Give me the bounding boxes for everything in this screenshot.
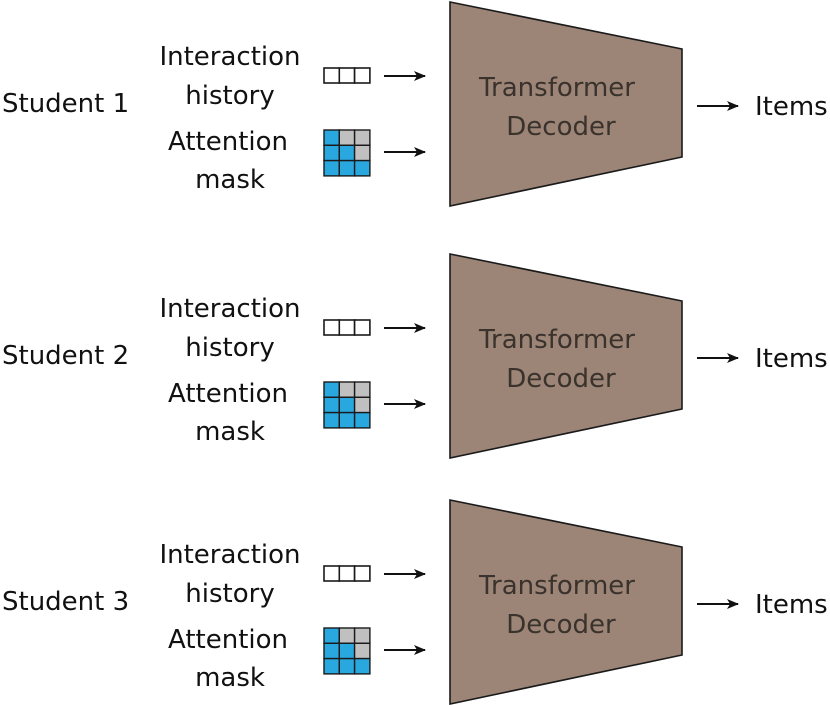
mask-cell-visible — [338, 144, 356, 162]
mask-cell-visible — [323, 144, 341, 162]
history-token-cell — [338, 319, 356, 336]
student-label: Student 1 — [2, 89, 129, 119]
mask-cell-masked — [338, 627, 356, 645]
history-token-cell — [353, 565, 371, 582]
history-label-line1: Interaction — [159, 42, 300, 72]
history-label-line2: history — [185, 579, 274, 609]
transformer-decoder-block — [449, 1, 683, 207]
mask-label-line2: mask — [195, 417, 265, 447]
attention-mask-grid — [323, 627, 371, 675]
mask-cell-masked — [353, 381, 371, 399]
history-token-cell — [338, 565, 356, 582]
mask-cell-masked — [353, 396, 371, 414]
history-token-cell — [353, 67, 371, 84]
output-label: Items — [755, 92, 828, 122]
history-token-cell — [323, 565, 341, 582]
interaction-history-tokens — [323, 565, 371, 582]
mask-cell-masked — [338, 129, 356, 147]
mask-cell-masked — [353, 642, 371, 660]
decoder-label-line1: Transformer — [478, 571, 635, 601]
interaction-history-tokens — [323, 319, 371, 336]
mask-cell-visible — [323, 129, 341, 147]
mask-cell-visible — [338, 657, 356, 675]
mask-cell-visible — [338, 411, 356, 429]
decoder-label-line2: Decoder — [506, 610, 616, 640]
history-label-line1: Interaction — [159, 294, 300, 324]
history-token-cell — [353, 319, 371, 336]
attention-mask-grid — [323, 129, 371, 177]
mask-cell-visible — [353, 657, 371, 675]
mask-label-line2: mask — [195, 663, 265, 693]
mask-cell-visible — [323, 381, 341, 399]
mask-label-line1: Attention — [168, 625, 288, 655]
mask-cell-visible — [323, 159, 341, 177]
mask-cell-visible — [353, 159, 371, 177]
history-token-cell — [338, 67, 356, 84]
mask-cell-visible — [338, 159, 356, 177]
transformer-decoder-block — [449, 253, 683, 459]
mask-cell-masked — [353, 144, 371, 162]
mask-cell-masked — [353, 129, 371, 147]
mask-cell-visible — [353, 411, 371, 429]
history-label-line2: history — [185, 81, 274, 111]
output-label: Items — [755, 344, 828, 374]
output-label: Items — [755, 590, 828, 620]
history-label-line1: Interaction — [159, 540, 300, 570]
history-label-line2: history — [185, 333, 274, 363]
mask-cell-visible — [323, 642, 341, 660]
decoder-label-line1: Transformer — [478, 325, 635, 355]
mask-cell-masked — [353, 627, 371, 645]
decoder-label-line1: Transformer — [478, 73, 635, 103]
transformer-decoder-block — [449, 499, 683, 705]
mask-cell-visible — [323, 657, 341, 675]
mask-cell-masked — [338, 381, 356, 399]
attention-mask-grid — [323, 381, 371, 429]
mask-label-line1: Attention — [168, 127, 288, 157]
mask-cell-visible — [323, 411, 341, 429]
mask-cell-visible — [323, 627, 341, 645]
interaction-history-tokens — [323, 67, 371, 84]
mask-label-line2: mask — [195, 165, 265, 195]
decoder-label-line2: Decoder — [506, 364, 616, 394]
mask-cell-visible — [323, 396, 341, 414]
history-token-cell — [323, 319, 341, 336]
decoder-label-line2: Decoder — [506, 112, 616, 142]
mask-label-line1: Attention — [168, 379, 288, 409]
mask-cell-visible — [338, 642, 356, 660]
history-token-cell — [323, 67, 341, 84]
mask-cell-visible — [338, 396, 356, 414]
student-label: Student 3 — [2, 587, 129, 617]
student-label: Student 2 — [2, 341, 129, 371]
